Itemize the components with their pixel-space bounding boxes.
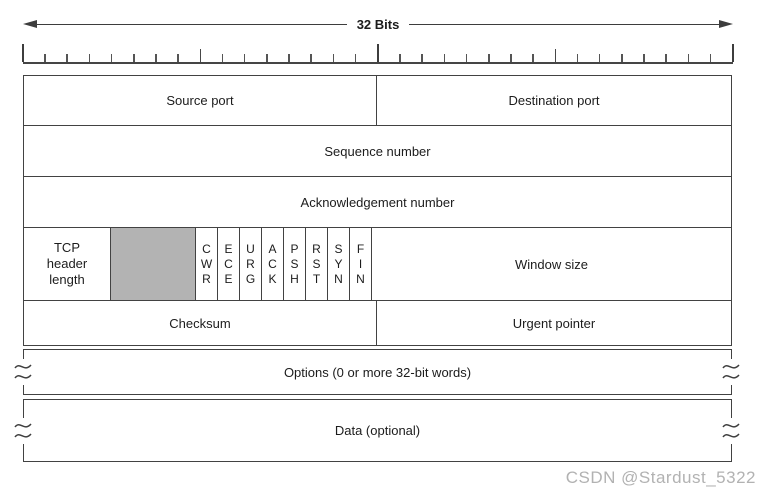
field-destination-port-label: Destination port bbox=[508, 93, 600, 108]
arrowhead-left-icon bbox=[23, 20, 37, 28]
ruler-tick bbox=[532, 54, 534, 62]
ruler-tick bbox=[332, 54, 335, 62]
field-checksum-label: Checksum bbox=[169, 315, 231, 331]
break-mark-data-right-icon bbox=[721, 418, 741, 444]
flag-ece: E C E bbox=[217, 228, 239, 300]
field-window-size: Window size bbox=[371, 228, 731, 300]
ruler-tick bbox=[732, 44, 734, 62]
ruler-tick bbox=[487, 54, 490, 62]
field-options-label: Options (0 or more 32-bit words) bbox=[283, 364, 472, 380]
field-reserved bbox=[110, 228, 195, 300]
ruler-tick bbox=[399, 54, 401, 62]
ruler-tick bbox=[44, 54, 46, 62]
ruler-tick bbox=[66, 54, 68, 62]
field-source-port-label: Source port bbox=[166, 93, 234, 108]
ruler-tick bbox=[132, 54, 135, 62]
field-tcp-header-length-label: TCP header length bbox=[46, 240, 88, 287]
field-destination-port: Destination port bbox=[376, 76, 731, 125]
bit-width-arrow: 32 Bits bbox=[23, 14, 734, 34]
flag-ack: A C K bbox=[261, 228, 283, 300]
ruler-tick bbox=[377, 44, 379, 62]
field-sequence-number-label: Sequence number bbox=[324, 143, 431, 159]
flag-fin: F I N bbox=[349, 228, 371, 300]
field-urgent-pointer: Urgent pointer bbox=[376, 301, 731, 345]
field-data: Data (optional) bbox=[23, 399, 732, 462]
ruler-tick bbox=[621, 54, 623, 62]
field-urgent-pointer-label: Urgent pointer bbox=[512, 315, 596, 331]
flag-fin-label: F I N bbox=[356, 241, 365, 286]
ruler-tick bbox=[643, 54, 645, 62]
ruler-tick bbox=[243, 54, 246, 62]
ruler-tick bbox=[88, 54, 91, 62]
row-sequence-number: Sequence number bbox=[24, 125, 731, 176]
ruler-tick bbox=[687, 54, 690, 62]
row-checksum: Checksum Urgent pointer bbox=[24, 300, 731, 345]
field-sequence-number: Sequence number bbox=[24, 126, 731, 176]
flag-syn: S Y N bbox=[327, 228, 349, 300]
arrow-line-left bbox=[37, 23, 347, 25]
flag-psh-label: P S H bbox=[290, 241, 299, 286]
ruler-tick bbox=[709, 54, 712, 62]
field-acknowledgement-number: Acknowledgement number bbox=[24, 177, 731, 227]
flag-rst: R S T bbox=[305, 228, 327, 300]
ruler-tick bbox=[110, 54, 113, 62]
arrowhead-right-icon bbox=[719, 20, 734, 28]
flag-cwr-label: C W R bbox=[200, 241, 213, 286]
flag-syn-label: S Y N bbox=[334, 241, 343, 286]
ruler-tick bbox=[310, 54, 313, 62]
ruler-tick bbox=[665, 54, 668, 62]
flag-urg: U R G bbox=[239, 228, 261, 300]
bit-width-label: 32 Bits bbox=[356, 16, 400, 32]
ruler-tick bbox=[576, 54, 579, 62]
bit-ruler bbox=[22, 44, 734, 64]
field-data-label: Data (optional) bbox=[334, 423, 421, 438]
flag-cwr: C W R bbox=[195, 228, 217, 300]
tcp-header-table: Source port Destination port Sequence nu… bbox=[23, 75, 732, 346]
ruler-tick bbox=[510, 54, 512, 62]
ruler-tick bbox=[421, 54, 423, 62]
ruler-tick bbox=[199, 49, 202, 62]
row-acknowledgement-number: Acknowledgement number bbox=[24, 176, 731, 227]
field-options: Options (0 or more 32-bit words) bbox=[23, 349, 732, 395]
field-window-size-label: Window size bbox=[515, 256, 588, 272]
row-ports: Source port Destination port bbox=[24, 76, 731, 125]
flag-ack-label: A C K bbox=[268, 241, 277, 286]
ruler-tick bbox=[465, 54, 468, 62]
break-mark-options-left-icon bbox=[13, 359, 33, 385]
flag-urg-label: U R G bbox=[245, 241, 256, 286]
ruler-tick bbox=[221, 54, 224, 62]
ruler-tick bbox=[22, 44, 24, 62]
ruler-tick bbox=[266, 54, 268, 62]
flag-ece-label: E C E bbox=[224, 241, 233, 286]
ruler-tick bbox=[177, 54, 179, 62]
break-mark-data-left-icon bbox=[13, 418, 33, 444]
break-mark-options-right-icon bbox=[721, 359, 741, 385]
ruler-tick bbox=[354, 54, 357, 62]
flag-rst-label: R S T bbox=[312, 241, 321, 286]
field-checksum: Checksum bbox=[24, 301, 376, 345]
field-acknowledgement-number-label: Acknowledgement number bbox=[300, 194, 455, 210]
ruler-tick bbox=[554, 49, 557, 62]
watermark: CSDN @Stardust_5322 bbox=[565, 468, 756, 487]
field-tcp-header-length: TCP header length bbox=[24, 228, 110, 300]
row-flags: TCP header length C W R E C E U R G A C … bbox=[24, 227, 731, 300]
field-source-port: Source port bbox=[24, 76, 376, 125]
ruler-tick bbox=[443, 54, 446, 62]
ruler-tick bbox=[155, 54, 157, 62]
flag-psh: P S H bbox=[283, 228, 305, 300]
ruler-tick bbox=[598, 54, 601, 62]
arrow-line-right bbox=[409, 23, 720, 25]
ruler-tick bbox=[288, 54, 290, 62]
